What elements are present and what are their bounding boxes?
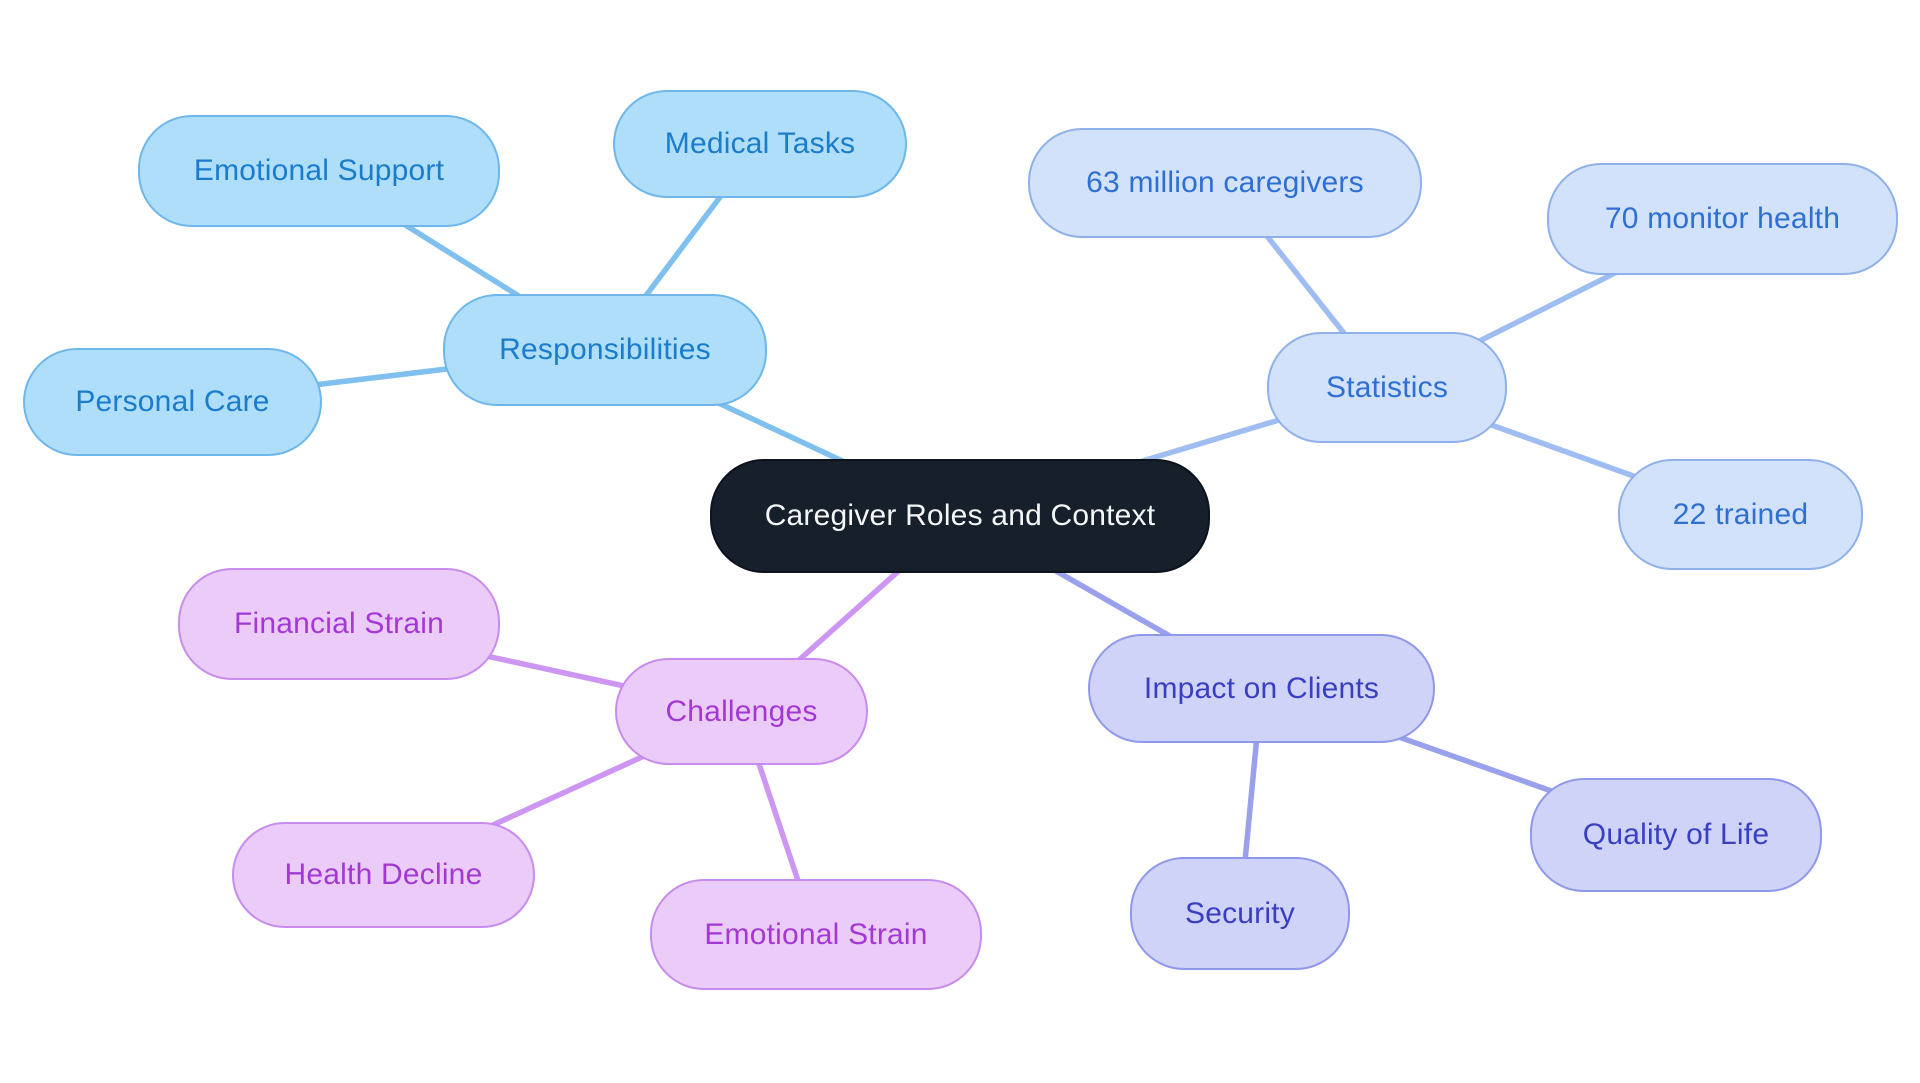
node-statistics[interactable]: Statistics <box>1267 332 1507 443</box>
node-trained-22[interactable]: 22 trained <box>1618 459 1863 570</box>
node-caregivers-63m[interactable]: 63 million caregivers <box>1028 128 1422 238</box>
node-responsibilities[interactable]: Responsibilities <box>443 294 767 406</box>
node-challenges[interactable]: Challenges <box>615 658 868 765</box>
node-quality-of-life[interactable]: Quality of Life <box>1530 778 1822 892</box>
node-emotional-support[interactable]: Emotional Support <box>138 115 500 227</box>
node-monitor-health-70[interactable]: 70 monitor health <box>1547 163 1898 275</box>
node-security[interactable]: Security <box>1130 857 1350 970</box>
node-impact-on-clients[interactable]: Impact on Clients <box>1088 634 1435 743</box>
node-medical-tasks[interactable]: Medical Tasks <box>613 90 907 198</box>
node-financial-strain[interactable]: Financial Strain <box>178 568 500 680</box>
node-personal-care[interactable]: Personal Care <box>23 348 322 456</box>
node-emotional-strain[interactable]: Emotional Strain <box>650 879 982 990</box>
node-health-decline[interactable]: Health Decline <box>232 822 535 928</box>
node-central[interactable]: Caregiver Roles and Context <box>710 459 1210 573</box>
